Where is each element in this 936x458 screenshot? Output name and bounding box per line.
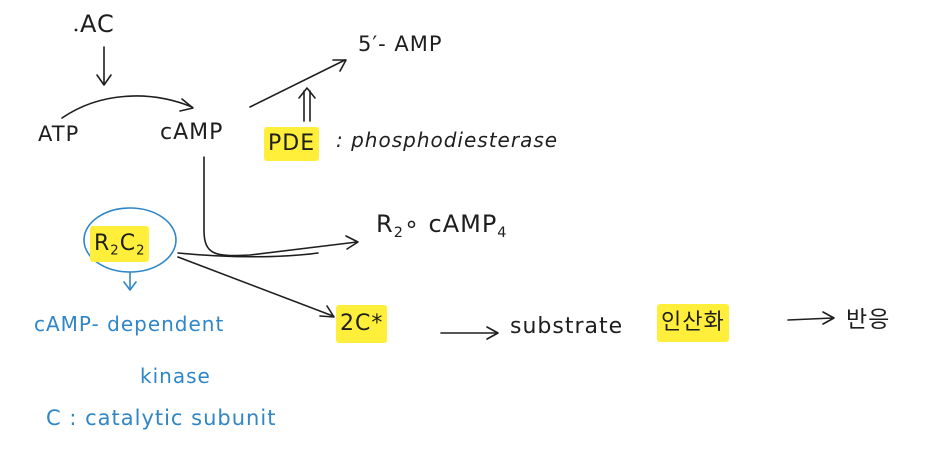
- arrow-r2c2-r2camp: [177, 252, 319, 258]
- label-kinase-line2: kinase: [140, 364, 211, 388]
- arrowhead-atp-camp: [179, 98, 194, 112]
- arrowhead-r2c2-2c: [319, 305, 335, 318]
- r2c2-sub-b: 2: [136, 243, 146, 259]
- arrowhead-camp-r2camp: [345, 235, 359, 250]
- label-camp: cAMP: [160, 120, 224, 145]
- arrow-atp-camp: [61, 95, 193, 119]
- r2c2-r: R: [94, 231, 111, 256]
- arrowhead-camp-5amp: [332, 59, 347, 72]
- label-atp: ATP: [38, 122, 80, 146]
- r2camp-sub-2: 2: [393, 225, 404, 242]
- arrowhead-ac-down: [96, 74, 112, 86]
- r2c2-c: C: [119, 231, 137, 256]
- label-5-amp: 5′- AMP: [358, 32, 443, 56]
- label-phosphorylation: 인산화: [657, 304, 729, 342]
- label-ac: AC: [80, 10, 115, 38]
- label-pde-definition: : phosphodiesterase: [336, 128, 559, 152]
- label-catalytic-subunit: C : catalytic subunit: [46, 406, 277, 430]
- label-r2-camp4: R2∘ cAMP4: [376, 210, 507, 241]
- arrowhead-2c-substrate: [486, 326, 499, 340]
- label-pde: PDE: [264, 127, 320, 161]
- r2camp-r: R: [376, 210, 394, 238]
- arrowhead-phos-reaction: [822, 311, 835, 325]
- label-substrate: substrate: [510, 314, 624, 339]
- label-kinase-line1: cAMP- dependent: [34, 312, 225, 336]
- ac-dot: [74, 28, 78, 32]
- arrow-r2c2-2c: [177, 256, 334, 317]
- r2c2-sub-a: 2: [110, 243, 120, 259]
- arrow-phos-reaction: [787, 317, 834, 321]
- label-r2c2: R2C2: [90, 226, 150, 262]
- arrow-camp-5amp: [249, 59, 346, 108]
- label-reaction: 반응: [846, 307, 891, 333]
- arrow-camp-r2camp: [203, 156, 358, 257]
- r2camp-mid: ∘ cAMP: [403, 210, 498, 238]
- arrowhead-r2c2-kinase: [123, 281, 137, 291]
- arrowhead-pde-double: [298, 87, 316, 99]
- label-2c-active: 2C*: [336, 305, 388, 343]
- r2camp-sub-4: 4: [497, 225, 508, 242]
